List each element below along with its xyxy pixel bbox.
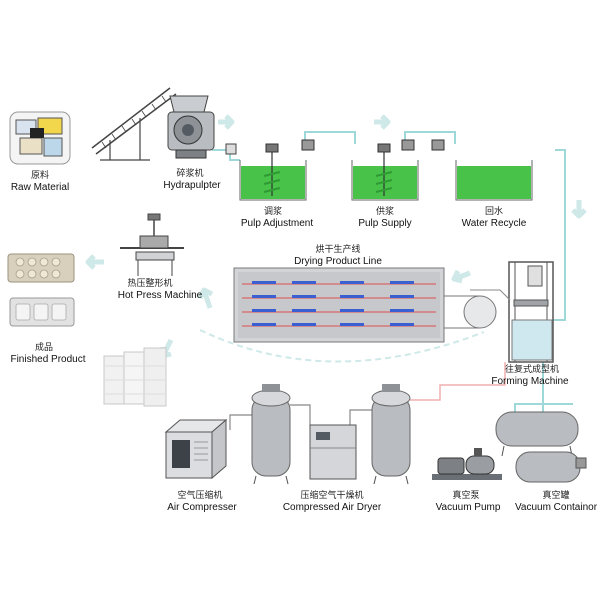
air-tank-2: [371, 384, 411, 485]
vacuum-pump-machine: [432, 448, 502, 480]
pipes: [212, 131, 573, 430]
flow-arrow-3: [571, 200, 587, 219]
raw-material-en: Raw Material: [11, 182, 69, 193]
air-compressor-zh: 空气压缩机: [177, 489, 222, 501]
raw-material-image: [9, 111, 71, 165]
water-recycle-en: Water Recycle: [462, 218, 527, 229]
vacuum-container-en: Vacuum Containor: [515, 502, 598, 513]
return-curve: [199, 329, 485, 363]
air-dryer-zh: 压缩空气干燥机: [300, 489, 363, 501]
drying-oven: [233, 267, 497, 343]
hot-press-en: Hot Press Machine: [118, 290, 203, 301]
air-dryer-machine: [309, 424, 357, 480]
pipe-recycle-to-forming: [553, 149, 566, 321]
vacuum-pump-zh: 真空泵: [452, 489, 479, 501]
pipe-supply-to-recycle: [404, 131, 456, 144]
pipe-dryer-to-forming: [410, 362, 506, 401]
pulp-supply-tank: [351, 139, 419, 201]
pulp-supply-en: Pulp Supply: [358, 218, 411, 229]
air-tank-1: [251, 384, 291, 485]
forming-machine-zh: 往复式成型机: [505, 363, 559, 375]
water-recycle-zh: 回水: [485, 205, 503, 217]
flow-arrow-4: [451, 269, 471, 284]
pipe-pulper-to-adjust: [212, 149, 240, 161]
flow-arrow-6: [85, 254, 104, 270]
hydrapulper-zh: 碎浆机: [176, 167, 203, 179]
pulp-adjustment-zh: 调浆: [264, 205, 282, 217]
hot-press-machine: [120, 213, 184, 276]
pulp-adjustment-en: Pulp Adjustment: [241, 218, 313, 229]
vacuum-container-1: [495, 411, 579, 457]
molds: [252, 281, 414, 326]
vacuum-pump-en: Vacuum Pump: [436, 502, 501, 513]
flow-arrow-1: [218, 114, 235, 130]
vacuum-container-2: [515, 451, 587, 483]
pipe-tank-to-dryer: [290, 404, 311, 425]
air-compressor-machine: [164, 418, 228, 480]
hydrapulper-en: Hydrapulpter: [163, 180, 221, 191]
pipe-dryer-to-tank2: [349, 409, 372, 425]
raw-material-zh: 原料: [31, 169, 49, 181]
air-compressor-en: Air Compresser: [167, 502, 237, 513]
flow-arrow-2: [374, 114, 391, 130]
finished-product-image: [7, 253, 75, 327]
stacked-trays-image: [103, 347, 167, 407]
flow-arrow-5: [197, 287, 214, 309]
pipe-vacuum-top: [514, 403, 573, 412]
drying-line-en: Drying Product Line: [294, 256, 382, 267]
pipe-adjust-to-supply: [304, 131, 356, 144]
vacuum-container-zh: 真空罐: [542, 489, 569, 501]
air-dryer-en: Compressed Air Dryer: [283, 502, 382, 513]
hot-press-zh: 热压整形机: [127, 277, 172, 289]
pipe-compressor-to-tank: [229, 414, 252, 430]
finished-product-en: Finished Product: [10, 354, 85, 365]
drying-line-zh: 烘干生产线: [315, 243, 360, 255]
pulp-adjustment-tank: [239, 139, 315, 201]
water-recycle-tank: [431, 139, 533, 201]
pulp-supply-zh: 供浆: [376, 205, 394, 217]
forming-machine-en: Forming Machine: [491, 376, 569, 387]
finished-product-zh: 成品: [35, 341, 53, 353]
hydrapulper-machine: [167, 95, 237, 159]
forming-machine: [470, 261, 554, 363]
conveyor: [91, 87, 177, 161]
